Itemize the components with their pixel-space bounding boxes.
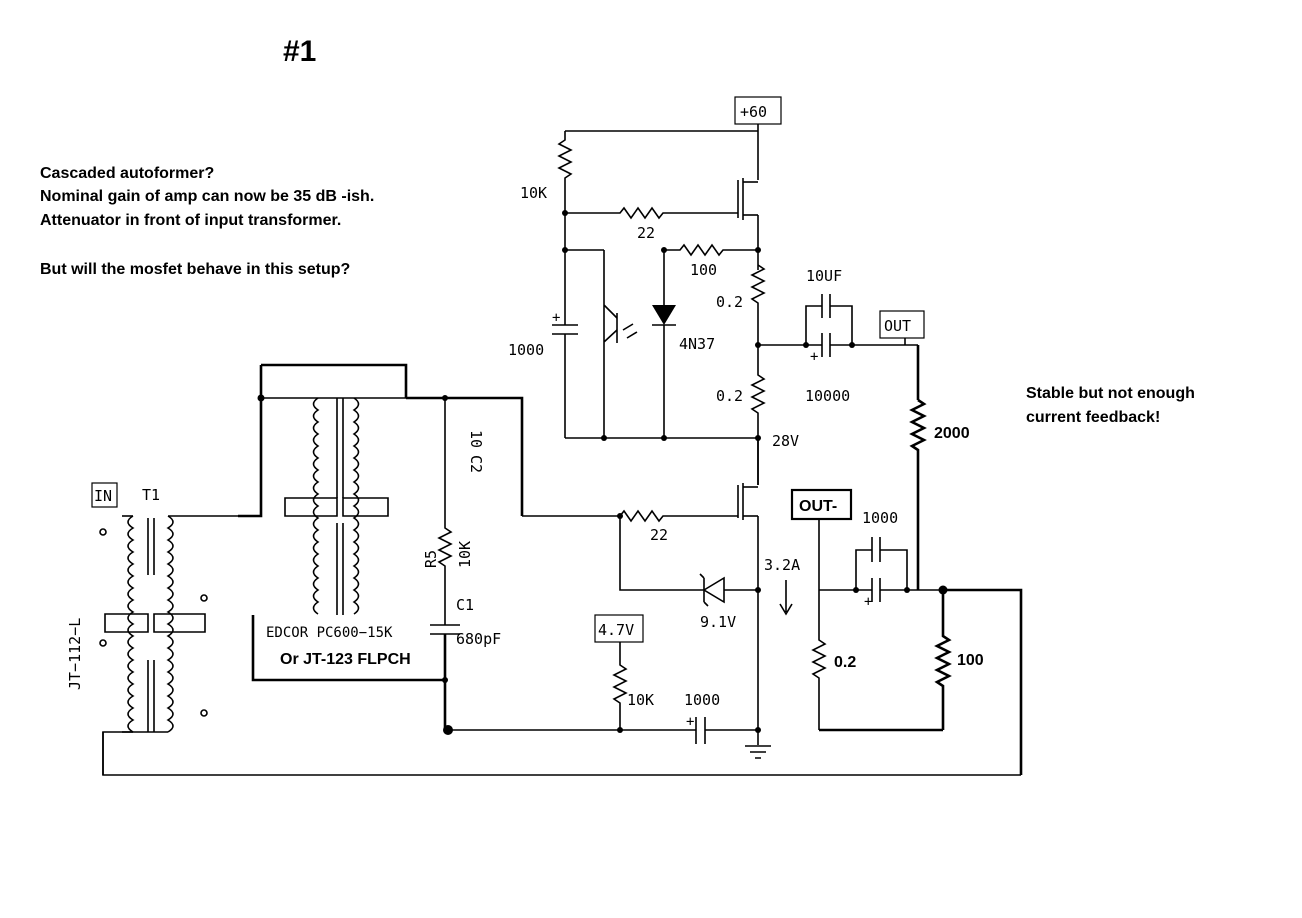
capacitor-10uf bbox=[821, 294, 831, 318]
out-minus-terminal-label: OUT- bbox=[799, 498, 837, 515]
capacitor-1000-bottom bbox=[695, 717, 706, 744]
resistor-100-bottom bbox=[934, 590, 952, 730]
t1-label: T1 bbox=[142, 486, 160, 504]
resistor-10k-bottom-label: 10K bbox=[627, 691, 654, 709]
resistor-0.2-upper-label: 0.2 bbox=[716, 293, 743, 311]
out-minus-terminal: OUT- bbox=[790, 488, 853, 521]
upper-mosfet bbox=[737, 178, 758, 220]
capacitor-1000-left-plus: + bbox=[552, 310, 560, 326]
capacitor-1000-right bbox=[871, 578, 881, 602]
resistor-22-top bbox=[565, 206, 738, 220]
capacitor-1000-left bbox=[552, 324, 578, 335]
capacitor-10uf-label: 10UF bbox=[806, 267, 842, 285]
resistor-10k-top bbox=[557, 131, 573, 213]
current-label: 3.2A bbox=[764, 556, 800, 574]
capacitor-10000-plus: + bbox=[810, 349, 818, 365]
r5-label: R5 bbox=[422, 550, 440, 568]
capacitor-1000-bottom-plus: + bbox=[686, 714, 694, 730]
resistor-2000 bbox=[909, 398, 927, 590]
jt123-label: Or JT-123 FLPCH bbox=[280, 651, 411, 668]
resistor-0.2-bottom bbox=[811, 590, 827, 730]
capacitor-1000-left-label: 1000 bbox=[508, 341, 544, 359]
out-terminal-label: OUT bbox=[884, 317, 911, 335]
lower-mosfet bbox=[737, 483, 758, 520]
resistor-10k-top-label: 10K bbox=[520, 184, 547, 202]
zener-label: 9.1V bbox=[700, 613, 736, 631]
design-notes: Cascaded autoformer? Nominal gain of amp… bbox=[40, 165, 374, 278]
jt112-label: JT−112−L bbox=[66, 618, 84, 690]
stability-note: Stable but not enough current feedback! bbox=[1026, 385, 1195, 426]
capacitor-10000 bbox=[821, 333, 831, 357]
page-title: #1 bbox=[283, 35, 316, 68]
resistor-22-top-label: 22 bbox=[637, 224, 655, 242]
resistor-100-top bbox=[664, 243, 758, 257]
c1-label: C1 bbox=[456, 596, 474, 614]
bias-4.7v-terminal: 4.7V bbox=[594, 614, 644, 643]
capacitor-1000-right-label: 1000 bbox=[862, 509, 898, 527]
resistor-100-top-label: 100 bbox=[690, 261, 717, 279]
edcor-label: EDCOR PC600−15K bbox=[266, 625, 393, 641]
note-line-2: Nominal gain of amp can now be 35 dB -is… bbox=[40, 188, 374, 205]
optocoupler-4n37 bbox=[603, 250, 676, 438]
resistor-2000-label: 2000 bbox=[934, 425, 970, 442]
resistor-0.2-bottom-label: 0.2 bbox=[834, 654, 856, 671]
resistor-0.2-lower bbox=[750, 345, 766, 485]
out-terminal: OUT bbox=[879, 310, 925, 339]
resistor-10k-bottom bbox=[612, 642, 628, 730]
zener-9.1v bbox=[699, 573, 758, 607]
c2-label: C2 bbox=[467, 455, 485, 473]
capacitor-1000-right-plus: + bbox=[864, 594, 872, 610]
note-line-3: Attenuator in front of input transformer… bbox=[40, 212, 341, 229]
in-terminal-label: IN bbox=[94, 487, 112, 505]
stability-note-line-2: current feedback! bbox=[1026, 409, 1160, 426]
resistor-r5 bbox=[437, 520, 453, 625]
resistor-100-bottom-label: 100 bbox=[957, 652, 984, 669]
supply-terminal: +60 bbox=[734, 96, 782, 125]
c2-value-label: 10 bbox=[467, 430, 485, 448]
r5-value-label: 10K bbox=[456, 541, 474, 568]
resistor-0.2-lower-label: 0.2 bbox=[716, 387, 743, 405]
ground-icon bbox=[745, 745, 771, 759]
current-arrow-icon bbox=[779, 580, 793, 616]
note-line-4: But will the mosfet behave in this setup… bbox=[40, 261, 350, 278]
edcor-label-box: EDCOR PC600−15K Or JT-123 FLPCH bbox=[251, 615, 445, 682]
in-terminal: IN bbox=[91, 482, 118, 508]
midpoint-voltage-label: 28V bbox=[772, 432, 799, 450]
stability-note-line-1: Stable but not enough bbox=[1026, 385, 1195, 402]
capacitor-1000-bottom-label: 1000 bbox=[684, 691, 720, 709]
bias-4.7v-label: 4.7V bbox=[598, 621, 634, 639]
resistor-0.2-upper bbox=[750, 264, 766, 345]
optocoupler-label: 4N37 bbox=[679, 335, 715, 353]
note-line-1: Cascaded autoformer? bbox=[40, 165, 214, 182]
transformer-t1 bbox=[104, 515, 208, 733]
autoformer-edcor bbox=[284, 397, 389, 615]
capacitor-10000-label: 10000 bbox=[805, 387, 850, 405]
resistor-22-bottom-label: 22 bbox=[650, 526, 668, 544]
resistor-22-bottom bbox=[522, 509, 738, 523]
c1-value-label: 680pF bbox=[456, 630, 501, 648]
supply-label: +60 bbox=[740, 103, 767, 121]
